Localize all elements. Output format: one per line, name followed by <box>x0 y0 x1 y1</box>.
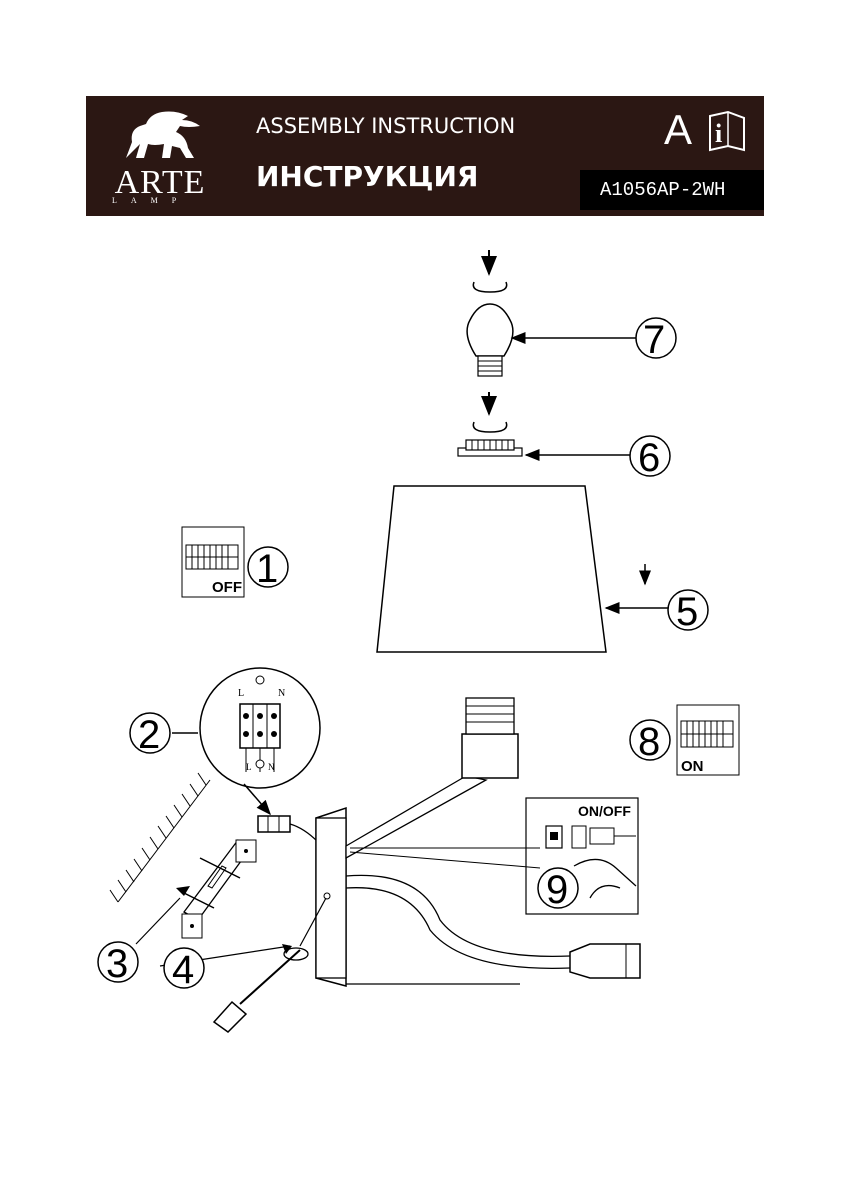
step-1-number: 1 <box>256 547 278 591</box>
wiring-detail-circle: L N L N <box>199 667 321 789</box>
language-letter: A <box>664 106 693 153</box>
info-book-icon: i <box>709 110 745 152</box>
step-4-marker: 4 <box>163 947 205 992</box>
step-7-marker: 7 <box>635 317 677 362</box>
neutral-label-top: N <box>278 688 285 699</box>
brand-name: ARTE <box>114 164 206 201</box>
wall-hatching <box>109 772 211 903</box>
screw-arrow-bulb <box>472 250 508 293</box>
step-4-number: 4 <box>172 948 194 992</box>
screwdriver-icon <box>212 944 309 1033</box>
step-8-marker: 8 <box>629 719 671 764</box>
live-label-top: L <box>238 688 244 699</box>
flexible-reading-arm <box>345 874 641 979</box>
terminal-block-icon <box>257 815 319 843</box>
breaker-panel-on: ON <box>676 704 740 776</box>
step-9-number: 9 <box>546 868 568 912</box>
step-2-number: 2 <box>138 713 160 757</box>
on-off-label: ON/OFF <box>578 803 631 819</box>
header-banner: ARTE LAMP ASSEMBLY INSTRUCTION ИНСТРУКЦИ… <box>86 96 764 216</box>
step-2-marker: 2 <box>129 712 171 757</box>
step-8-number: 8 <box>638 720 660 764</box>
mounting-bracket-icon <box>181 839 257 939</box>
lion-logo-icon <box>126 111 200 158</box>
step-6-number: 6 <box>638 436 660 480</box>
breaker-panel-off: OFF <box>181 526 245 598</box>
title-russian: ИНСТРУКЦИЯ <box>256 160 479 193</box>
neutral-label-bottom: N <box>268 762 275 772</box>
brand-subtitle: LAMP <box>112 196 191 205</box>
step-5-number: 5 <box>676 590 698 634</box>
step-3-marker: 3 <box>97 941 139 986</box>
step-7-number: 7 <box>643 318 665 362</box>
screw-arrow-ring <box>472 392 508 433</box>
lamp-arm <box>345 697 519 860</box>
lamp-shade-icon <box>376 485 607 653</box>
info-letter: i <box>715 119 722 148</box>
step-5-marker: 5 <box>667 589 709 634</box>
wall-plate <box>315 806 520 987</box>
off-label: OFF <box>212 579 242 596</box>
model-number: A1056AP-2WH <box>580 170 764 210</box>
on-label: ON <box>681 758 704 775</box>
title-english: ASSEMBLY INSTRUCTION <box>256 114 516 138</box>
step-1-marker: 1 <box>247 546 289 591</box>
shade-ring-icon <box>457 439 523 457</box>
live-label-bottom: L <box>246 762 252 772</box>
step-9-marker: 9 <box>537 867 579 912</box>
screw-icon <box>176 857 241 909</box>
step-3-number: 3 <box>106 942 128 986</box>
light-bulb-icon <box>466 303 514 377</box>
step-6-marker: 6 <box>629 435 671 480</box>
